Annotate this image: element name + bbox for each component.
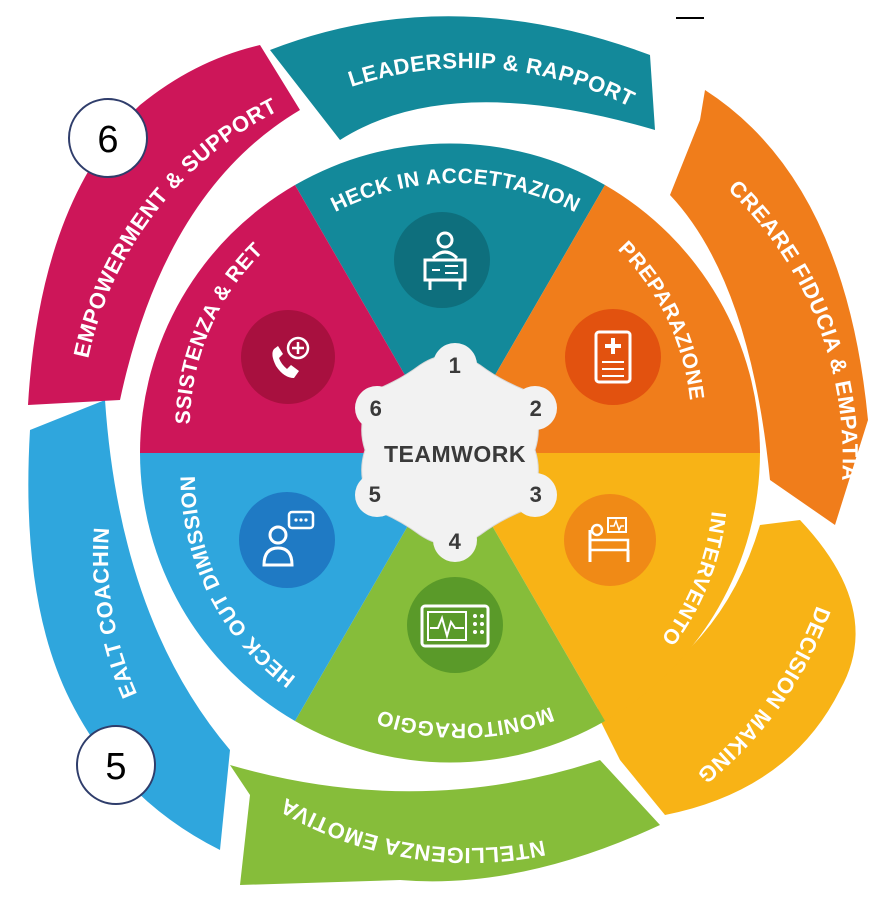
outer-segment-intelligenza bbox=[230, 760, 660, 885]
callout-6: 6 bbox=[68, 98, 148, 178]
hub-node-2 bbox=[513, 386, 557, 430]
reception-desk-icon bbox=[394, 212, 490, 308]
hub-node-6 bbox=[355, 386, 399, 430]
hub-number-4: 4 bbox=[449, 529, 462, 554]
phone-medical-icon bbox=[241, 310, 335, 404]
hub-shape bbox=[361, 354, 539, 546]
hub-number-6: 6 bbox=[370, 396, 383, 421]
callout-5: 5 bbox=[76, 725, 156, 805]
svg-text:6: 6 bbox=[97, 119, 118, 161]
heart-monitor-icon bbox=[407, 577, 503, 673]
hub-number-2: 2 bbox=[530, 396, 543, 421]
center-hub: 1 2 3 4 5 6 TEAMWORK bbox=[355, 343, 557, 562]
hub-number-5: 5 bbox=[369, 482, 382, 507]
hub-node-5 bbox=[355, 473, 399, 517]
hub-node-4 bbox=[433, 518, 477, 562]
hub-number-1: 1 bbox=[449, 353, 462, 378]
outer-segment-decision bbox=[595, 520, 856, 815]
hub-number-3: 3 bbox=[530, 482, 543, 507]
hospital-bed-icon bbox=[564, 494, 656, 586]
outer-segment-empowerment bbox=[28, 45, 300, 405]
outer-ring bbox=[28, 16, 868, 885]
wedge-intervento bbox=[450, 453, 760, 721]
outer-segment-fiducia bbox=[670, 90, 868, 525]
outer-segment-coaching bbox=[28, 400, 230, 850]
doctor-chat-icon bbox=[239, 492, 335, 588]
hub-node-3 bbox=[513, 473, 557, 517]
outer-segment-leadership bbox=[270, 16, 655, 141]
icon-badges bbox=[239, 212, 661, 673]
hub-node-1 bbox=[433, 343, 477, 387]
hub-label: TEAMWORK bbox=[384, 441, 526, 467]
medical-report-icon bbox=[565, 309, 661, 405]
svg-text:5: 5 bbox=[105, 746, 126, 788]
